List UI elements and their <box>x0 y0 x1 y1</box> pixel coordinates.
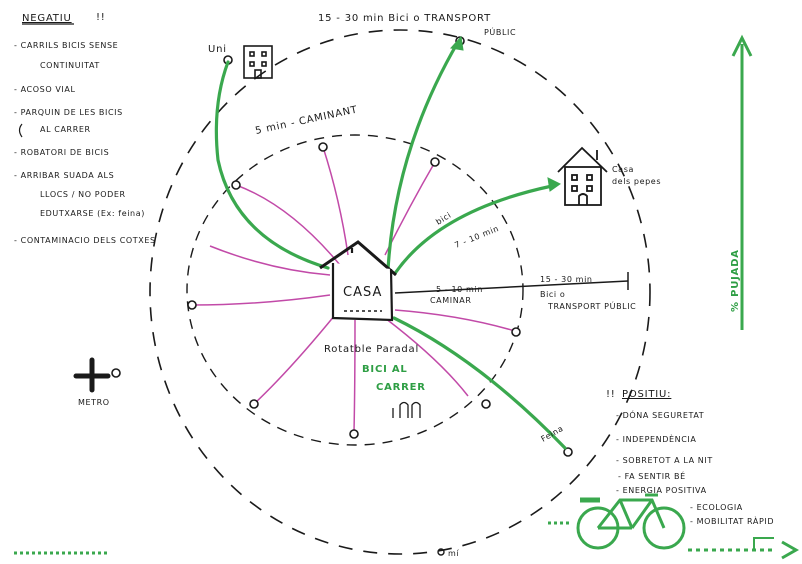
neg-item-5a: - ARRIBAR SUADA ALS <box>14 171 114 180</box>
right-mode-label-2: TRANSPORT PÚBLIC <box>547 300 636 311</box>
arrow-heads <box>450 35 561 192</box>
pos-item-4: - FA SENTIR BÉ <box>618 470 686 481</box>
top-ring-label: 15 - 30 min Bici o TRANSPORT <box>318 13 491 24</box>
inner-ring-label: 5 min - CAMINANT <box>254 104 359 137</box>
metro-endpoint <box>111 368 121 378</box>
bike-rack-icon <box>392 401 421 418</box>
bike-routes <box>214 40 567 450</box>
positiu-list: !! POSITIU: - DÓNA SEGURETAT - INDEPENDÈ… <box>606 389 774 526</box>
mi-endpoint <box>437 548 445 556</box>
neg-item-5c: EDUTXARSE (Ex: feina) <box>40 209 145 218</box>
metro-label: METRO <box>78 398 110 407</box>
bottom-arrow-head <box>781 540 800 560</box>
negatiu-title: NEGATIU <box>22 13 72 24</box>
walk-time-label: 5 - 10 min <box>436 285 483 294</box>
neg-item-1b: CONTINUITAT <box>40 61 100 70</box>
pos-item-3: - SOBRETOT A LA NIT <box>616 456 713 465</box>
outer-ring <box>149 29 651 555</box>
neg-item-1a: - CARRILS BICIS SENSE <box>14 41 118 50</box>
right-mode-label: Bici o <box>540 290 565 299</box>
mi-label: mí <box>448 549 459 558</box>
pos-item-2: - INDEPENDÈNCIA <box>616 433 696 444</box>
pos-item-7: - MOBILITAT RÀPID <box>690 515 774 526</box>
house-casa <box>319 240 397 322</box>
house-sub-1: Rotatble Paradal <box>324 344 419 355</box>
neg-item-2: - ACOSO VIAL <box>14 85 76 94</box>
casa-pepes-label-2: dels pepes <box>612 177 661 186</box>
pos-item-6: - ECOLOGIA <box>690 503 743 512</box>
house-sub-2: BICI AL <box>362 364 408 375</box>
casa-pepes-icon <box>557 146 608 206</box>
spoke-endpoints <box>187 36 573 457</box>
right-time-label: 15 - 30 min <box>540 275 593 284</box>
walking-spokes <box>191 146 516 433</box>
neg-item-3b: AL CARRER <box>40 125 91 134</box>
pujada-arrow-head <box>731 34 753 57</box>
walk-time-line <box>394 272 629 294</box>
neg-item-3a: - PARQUIN DE LES BICIS <box>14 108 123 117</box>
walk-mode-label: CAMINAR <box>430 296 472 305</box>
bicycle-icon <box>576 493 686 550</box>
casa-pepes-label-1: Casa <box>612 165 634 174</box>
pos-item-1: - DÓNA SEGURETAT <box>616 409 704 420</box>
negatiu-list: NEGATIU !! - CARRILS BICIS SENSE CONTINU… <box>14 12 156 245</box>
inner-ring <box>186 134 524 446</box>
neg-item-5b: LLOCS / NO PODER <box>40 190 126 199</box>
positiu-title: POSITIU: <box>622 389 671 400</box>
min-7-label: 7 - 10 min <box>453 224 500 250</box>
negatiu-marks: !! <box>96 12 106 23</box>
neg-item-4: - ROBATORI DE BICIS <box>14 148 109 157</box>
uni-label: Uni <box>208 44 227 55</box>
positiu-marks: !! <box>606 389 616 400</box>
neg-item-6: - CONTAMINACIO DELS COTXES <box>14 236 156 245</box>
top-ring-label-2: PÚBLIC <box>484 26 516 37</box>
bottom-arrow-bracket <box>753 537 774 550</box>
metro-icon <box>73 357 111 393</box>
pos-item-5: - ENERGIA POSITIVA <box>616 486 707 495</box>
house-label: CASA <box>343 285 382 300</box>
pujada-label: % PUJADA <box>730 249 741 312</box>
house-sub-3: CARRER <box>376 382 426 393</box>
negatiu-curve-mark <box>18 123 23 138</box>
university-building-icon <box>243 45 273 79</box>
